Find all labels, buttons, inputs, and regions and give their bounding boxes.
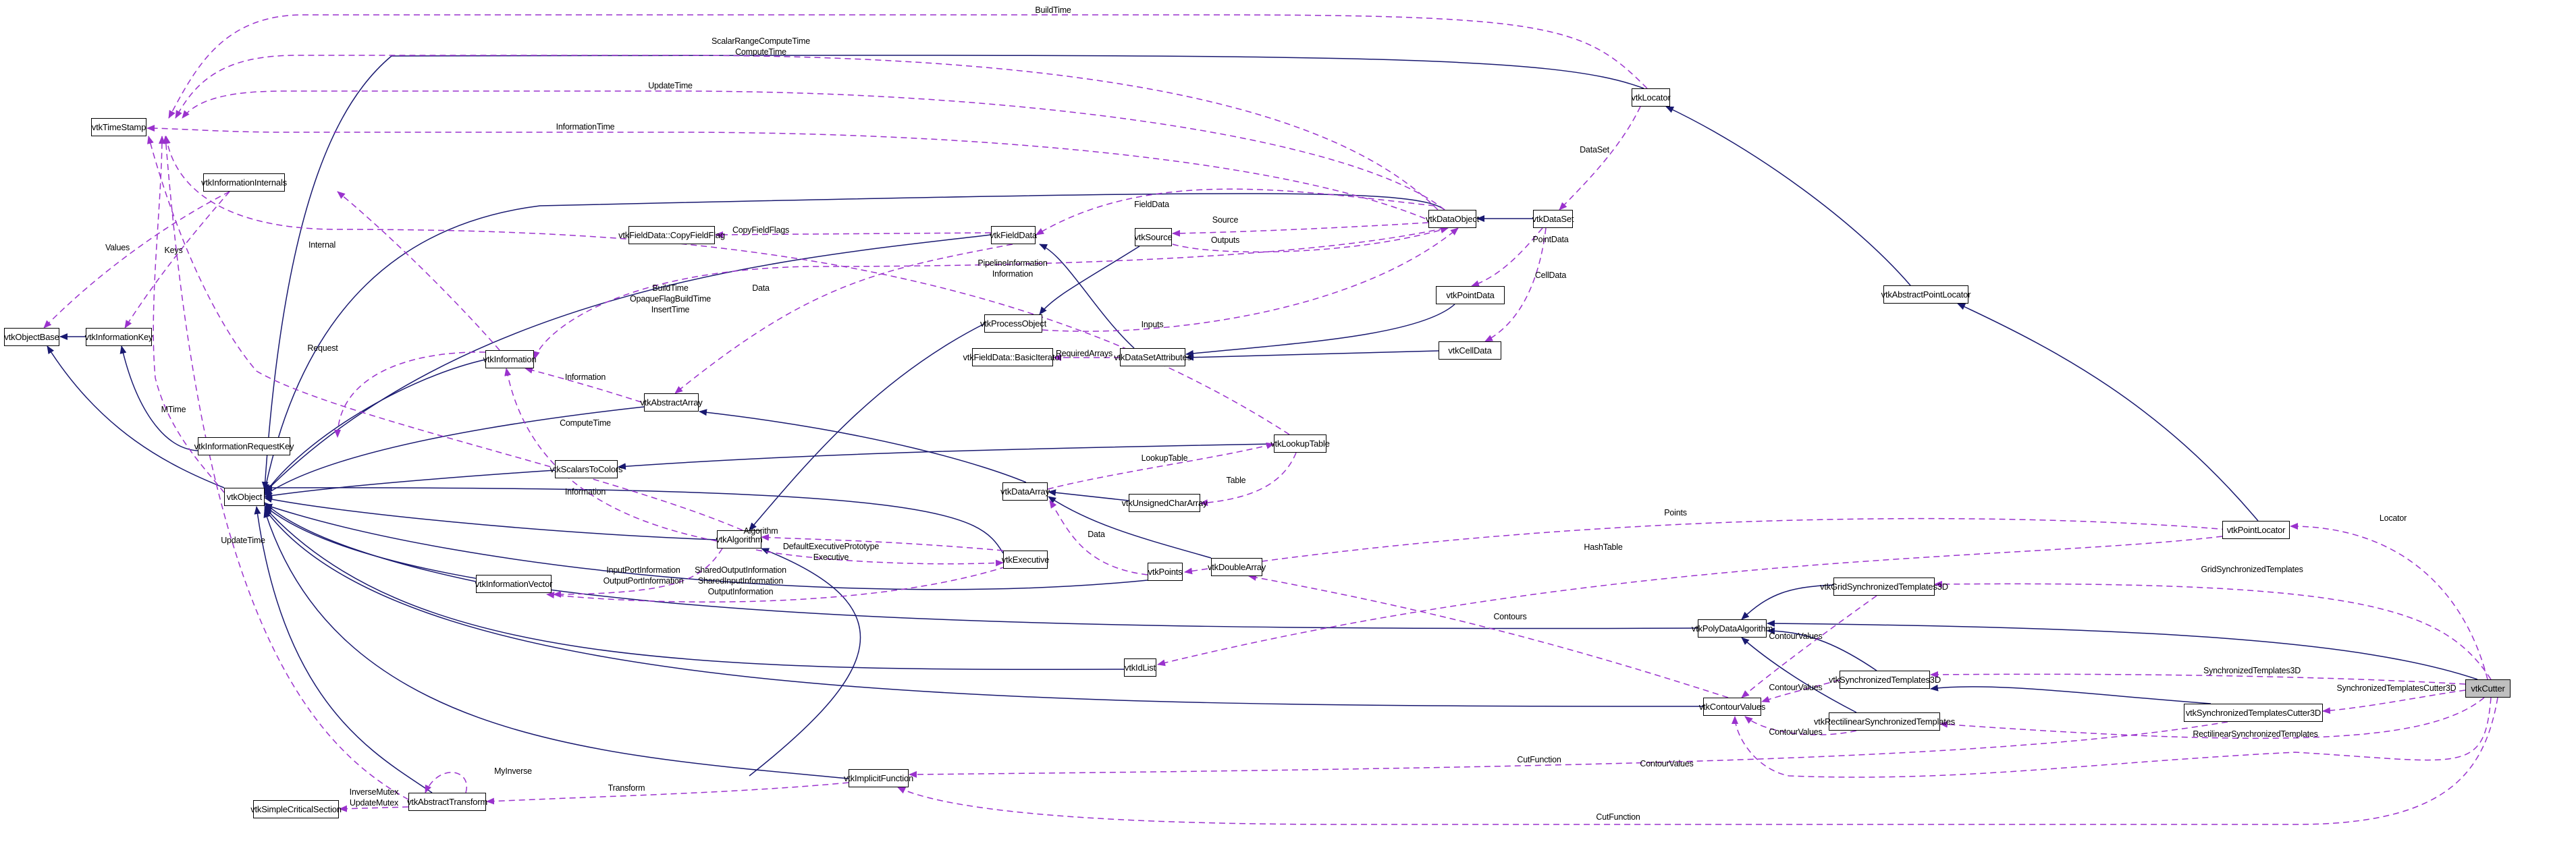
class-node-vtkabstractarray[interactable]: vtkAbstractArray — [640, 393, 703, 412]
edge-label: MTime — [161, 405, 186, 414]
edge-label: RectilinearSynchronizedTemplates — [2193, 729, 2318, 739]
class-node-vtkgridsynchronizedtemplates3d[interactable]: vtkGridSynchronizedTemplates3D — [1820, 578, 1948, 596]
class-node-vtkalgorithm[interactable]: vtkAlgorithm — [716, 530, 763, 548]
edge-label: CellData — [1534, 271, 1567, 280]
class-node-vtkrectilinearsynchronizedtemplates[interactable]: vtkRectilinearSynchronizedTemplates — [1814, 712, 1955, 731]
edge-label: Algorithm — [743, 526, 778, 536]
usage-edges — [43, 14, 2498, 825]
class-node-vtkcelldata[interactable]: vtkCellData — [1439, 341, 1501, 360]
edge-label: Information — [564, 487, 606, 497]
edge-label: SynchronizedTemplatesCutter3D — [2336, 683, 2457, 693]
class-node-vtkobjectbase[interactable]: vtkObjectBase — [4, 328, 59, 346]
edge-label: SharedOutputInformation SharedInputInfor… — [695, 565, 786, 596]
edge-label: UpdateTime — [648, 81, 693, 90]
edge-label: Locator — [2379, 513, 2407, 523]
edge-label: HashTable — [1584, 542, 1623, 552]
class-node-vtklocator[interactable]: vtkLocator — [1632, 88, 1671, 107]
class-node-vtkdataobject[interactable]: vtkDataObject — [1426, 210, 1479, 228]
edge-label: InformationTime — [556, 122, 615, 132]
class-node-vtkfielddata[interactable]: vtkFieldData — [990, 226, 1037, 244]
edge-label: Keys — [164, 246, 183, 255]
edge-label: Table — [1226, 476, 1246, 485]
class-node-vtktimestamp[interactable]: vtkTimeStamp — [91, 118, 146, 136]
edge-label: Source — [1212, 215, 1239, 225]
edge-label: CutFunction — [1596, 812, 1640, 822]
class-node-vtkinformationvector[interactable]: vtkInformationVector — [475, 575, 552, 593]
edge-label: DataSet — [1580, 145, 1609, 154]
edge-label: BuildTime — [1035, 5, 1071, 15]
class-node-vtkscalarstocolors[interactable]: vtkScalarsToColors — [550, 460, 623, 478]
class-node-vtkinformationkey[interactable]: vtkInformationKey — [85, 328, 153, 346]
edge-label: InputPortInformation OutputPortInformati… — [603, 565, 684, 586]
edge-label: Request — [307, 343, 338, 353]
class-node-vtkcontourvalues[interactable]: vtkContourValues — [1699, 698, 1765, 716]
class-node-vtkpoints[interactable]: vtkPoints — [1148, 563, 1183, 581]
edge-label: Internal — [308, 240, 336, 250]
edge-label: SynchronizedTemplates3D — [2203, 666, 2301, 675]
edge-label: DefaultExecutivePrototype Executive — [782, 542, 880, 562]
class-node-vtkinformationrequestkey[interactable]: vtkInformationRequestKey — [194, 437, 294, 455]
edge-label: MyInverse — [494, 766, 532, 776]
edge-label: ContourValues — [1769, 727, 1823, 737]
edge-label: PipelineInformation Information — [977, 258, 1048, 279]
class-node-vtkinformation[interactable]: vtkInformation — [483, 350, 537, 368]
class-node-vtkfielddatabasiciterator[interactable]: vtkFieldData::BasicIterator — [963, 348, 1063, 366]
edge-label: BuildTime OpaqueFlagBuildTime InsertTime — [629, 283, 712, 314]
edge-label: ContourValues — [1769, 683, 1823, 692]
edge-label: Values — [105, 243, 130, 252]
class-node-vtksource[interactable]: vtkSource — [1135, 228, 1173, 246]
edge-label: Points — [1664, 508, 1687, 517]
edge-label: RequiredArrays — [1055, 349, 1113, 358]
edge-label: Outputs — [1210, 235, 1240, 245]
class-node-vtksynchronizedtemplates3d[interactable]: vtkSynchronizedTemplates3D — [1829, 671, 1941, 689]
class-node-vtkdoublearray[interactable]: vtkDoubleArray — [1208, 558, 1266, 576]
class-node-vtkpolydataalgorithm[interactable]: vtkPolyDataAlgorithm — [1692, 619, 1773, 638]
class-node-vtkdataset[interactable]: vtkDataSet — [1532, 210, 1574, 228]
edge-label: PointData — [1532, 235, 1569, 244]
edge-label: FieldData — [1134, 200, 1169, 209]
edge-label: Data — [752, 283, 770, 293]
class-node-vtkunsignedchararray[interactable]: vtkUnsignedCharArray — [1122, 494, 1208, 512]
class-node-vtkabstractpointlocator[interactable]: vtkAbstractPointLocator — [1881, 285, 1971, 304]
edge-label: UpdateTime — [221, 536, 265, 545]
class-node-vtkdatasetattributes[interactable]: vtkDataSetAttributes — [1114, 348, 1191, 366]
edge-label: InverseMutex UpdateMutex — [349, 787, 399, 808]
inheritance-edges — [47, 55, 2478, 793]
edge-label: ContourValues — [1769, 631, 1823, 641]
class-node-vtkpointlocator[interactable]: vtkPointLocator — [2222, 521, 2290, 539]
edge-label: LookupTable — [1141, 453, 1188, 463]
class-node-vtkdataarray[interactable]: vtkDataArray — [1000, 482, 1050, 501]
class-node-vtkexecutive[interactable]: vtkExecutive — [1002, 551, 1049, 569]
class-node-vtklookuptable[interactable]: vtkLookupTable — [1270, 434, 1330, 453]
edge-label: Transform — [608, 783, 645, 793]
edge-label: CopyFieldFlags — [732, 225, 790, 235]
class-node-vtkidlist[interactable]: vtkIdList — [1124, 658, 1156, 677]
class-node-vtkobject[interactable]: vtkObject — [224, 488, 265, 506]
class-node-vtkprocessobject[interactable]: vtkProcessObject — [980, 314, 1046, 333]
edge-label: CutFunction — [1517, 755, 1561, 764]
edge-label: Contours — [1493, 612, 1527, 621]
class-node-vtkcutter[interactable]: vtkCutter — [2465, 679, 2511, 698]
edge-label: ComputeTime — [560, 418, 611, 428]
edge-label: ScalarRangeComputeTime ComputeTime — [712, 36, 810, 57]
class-node-vtkinformationinternals[interactable]: vtkInformationInternals — [201, 173, 287, 192]
edge-label: Inputs — [1141, 320, 1164, 329]
edge-label: Data — [1088, 530, 1105, 539]
edge-label: ContourValues — [1640, 759, 1694, 768]
class-node-vtkimplicitfunction[interactable]: vtkImplicitFunction — [844, 769, 913, 787]
class-node-vtksynchronizedtemplatescutter3d[interactable]: vtkSynchronizedTemplatesCutter3D — [2184, 704, 2323, 722]
class-node-vtkabstracttransform[interactable]: vtkAbstractTransform — [407, 793, 487, 811]
class-node-vtkfielddatacopyfieldflag[interactable]: vtkFieldData::CopyFieldFlag — [618, 226, 725, 244]
class-node-vtkpointdata[interactable]: vtkPointData — [1436, 286, 1505, 304]
edge-label: Information — [564, 372, 606, 382]
edge-label: GridSynchronizedTemplates — [2201, 565, 2303, 574]
class-node-vtksimplecriticalsection[interactable]: vtkSimpleCriticalSection — [250, 800, 342, 818]
